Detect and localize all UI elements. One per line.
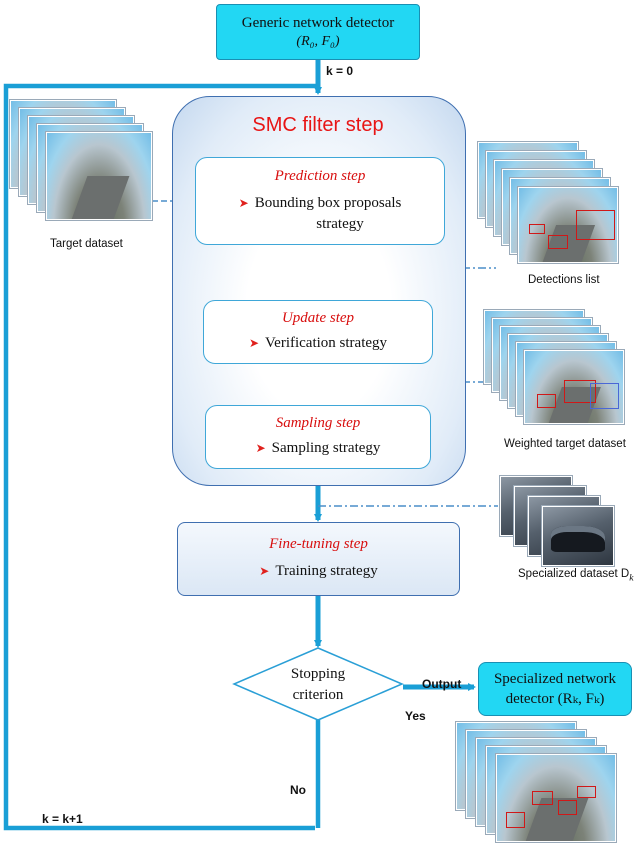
- generic-detector-title: Generic network detector: [241, 14, 395, 31]
- finetuning-step-strategy: ➤Training strategy: [259, 563, 378, 579]
- prediction-step-strategy: ➤Bounding box proposals strategy: [238, 194, 402, 232]
- yes-label: Yes: [405, 709, 426, 723]
- bounding-box-mark: [558, 799, 577, 816]
- vehicle-shape: [551, 525, 605, 553]
- generic-detector-box: Generic network detector (R₀, F₀): [216, 4, 420, 60]
- stacked-photo-card: [46, 132, 152, 220]
- k-increment-label: k = k+1: [42, 812, 83, 826]
- update-step-title: Update step: [281, 310, 355, 326]
- bullet-arrow-icon: ➤: [259, 564, 270, 578]
- bounding-box-mark: [532, 791, 554, 806]
- bounding-box-mark: [528, 223, 545, 235]
- update-step-strategy: ➤Verification strategy: [248, 335, 388, 351]
- stacked-photo-card: [496, 754, 616, 842]
- prediction-step-title: Prediction step: [274, 167, 366, 184]
- bounding-box-mark: [536, 394, 557, 408]
- detections-list-image-stack: [478, 142, 628, 270]
- bounding-box-mark: [548, 235, 569, 250]
- sampling-step-title: Sampling step: [275, 415, 361, 431]
- bullet-arrow-icon: ➤: [248, 336, 259, 350]
- weighted-dataset-image-stack: [484, 310, 634, 432]
- feedback-loop-line: [3, 83, 318, 831]
- stacked-photo-card: [524, 350, 624, 424]
- weighted-dataset-caption: Weighted target dataset: [504, 438, 626, 450]
- output-label: Output: [422, 677, 462, 691]
- smc-filter-title: SMC filter step: [252, 114, 384, 136]
- stacked-photo-card: [542, 506, 614, 566]
- k-init-label: k = 0: [326, 64, 354, 78]
- detections-list-caption: Detections list: [528, 274, 600, 286]
- stopping-criterion-diamond: [232, 647, 404, 721]
- bullet-arrow-icon: ➤: [238, 195, 249, 210]
- bounding-box-mark: [575, 210, 616, 241]
- prediction-step-box: Prediction step ➤Bounding box proposals …: [195, 157, 445, 245]
- target-dataset-image-stack: [10, 100, 160, 230]
- stacked-photo-card: [518, 187, 618, 263]
- target-dataset-caption: Target dataset: [50, 238, 123, 250]
- finetuning-step-title: Fine-tuning step: [269, 536, 368, 552]
- finetuning-step-box: Fine-tuning step ➤Training strategy: [177, 522, 460, 596]
- road-shape: [68, 176, 130, 219]
- bullet-arrow-icon: ➤: [255, 441, 266, 455]
- sampling-step-strategy: ➤Sampling strategy: [255, 440, 381, 456]
- bounding-box-mark: [506, 811, 525, 828]
- sampling-step-box: Sampling step ➤Sampling strategy: [205, 405, 431, 469]
- output-detections-image-stack: [456, 722, 624, 846]
- no-label: No: [290, 783, 306, 797]
- specialized-detector-box: Specialized network detector (Rₖ, Fₖ): [478, 662, 632, 716]
- bounding-box-mark: [564, 379, 596, 404]
- bounding-box-mark: [589, 382, 620, 410]
- stopping-criterion-label: Stopping criterion: [290, 666, 346, 703]
- generic-detector-params: (R₀, F₀): [296, 33, 340, 49]
- specialized-dataset-image-stack: [500, 476, 630, 574]
- bounding-box-mark: [577, 785, 596, 799]
- specialized-dataset-caption: Specialized dataset Dk: [518, 568, 634, 584]
- update-step-box: Update step ➤Verification strategy: [203, 300, 433, 364]
